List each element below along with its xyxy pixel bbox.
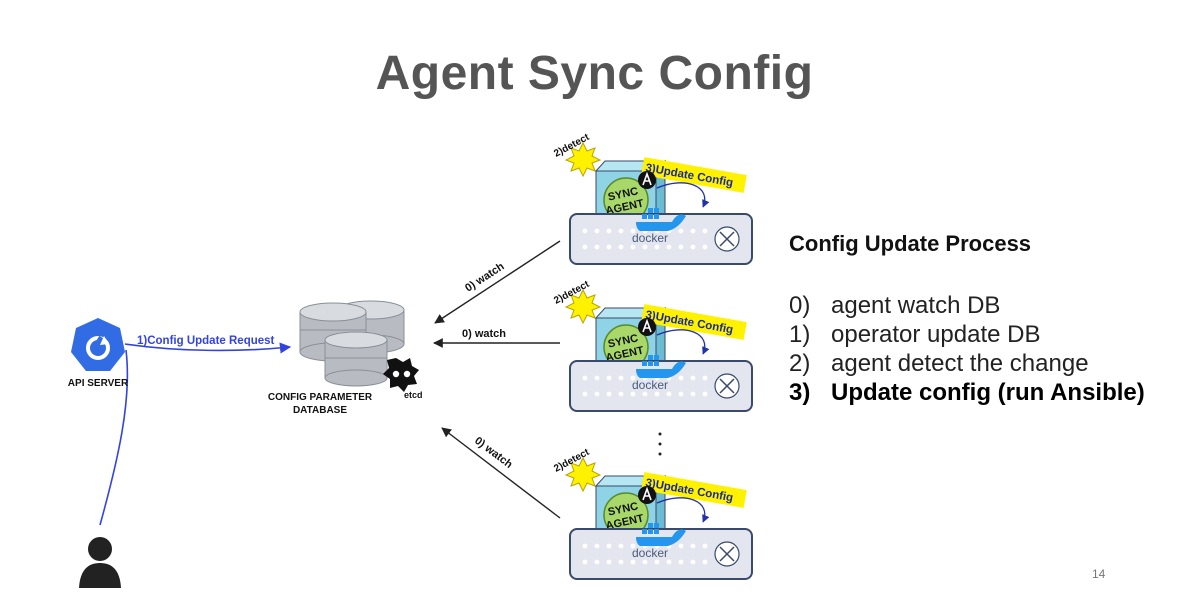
etcd-icon [383, 358, 419, 392]
process-steps: 0) agent watch DB 1) operator update DB 2)… [789, 291, 1145, 407]
more-servers-dots [658, 432, 662, 456]
docker-whale-icon [636, 208, 686, 231]
watch-arrow-bottom [441, 427, 561, 519]
network-switch-icon [569, 360, 753, 412]
user-to-api-line [99, 349, 129, 526]
watch-arrow-top [434, 240, 561, 324]
starburst-icon [564, 456, 602, 493]
page-number: 14 [1092, 567, 1106, 581]
update-arrow [656, 497, 710, 523]
watch-label-top: 0) watch [463, 260, 507, 294]
process-title: Config Update Process [789, 231, 1032, 256]
watch-label-bottom: 0) watch [472, 435, 515, 471]
step-number: 2) [789, 350, 811, 377]
network-switch-icon [569, 528, 753, 580]
docker-label: docker [632, 231, 668, 245]
docker-label: docker [632, 378, 668, 392]
step-number: 0) [789, 292, 811, 319]
step-number: 3) [789, 379, 811, 406]
network-switch-icon [569, 213, 753, 265]
ansible-icon [638, 171, 656, 189]
user-icon [79, 537, 121, 588]
update-arrow [656, 329, 710, 355]
config-request-label: 1)Config Update Request [137, 335, 275, 347]
slide-title: Agent Sync Config [375, 47, 814, 100]
ansible-icon [638, 318, 656, 336]
starburst-icon [564, 288, 602, 325]
docker-whale-icon [636, 355, 686, 378]
step-number: 1) [789, 321, 811, 348]
db-label-line1: CONFIG PARAMETER [268, 392, 373, 403]
server-node-2: 2)detect SYNC AGENT 3)Update Config dock [552, 279, 753, 412]
db-label-line2: DATABASE [293, 405, 347, 416]
process-step: 3) Update config (run Ansible) [789, 378, 1145, 407]
docker-label: docker [632, 546, 668, 560]
update-highlight [641, 304, 747, 340]
process-step: 0) agent watch DB [789, 291, 1145, 320]
step-text: Update config (run Ansible) [831, 379, 1145, 406]
process-step: 1) operator update DB [789, 320, 1145, 349]
docker-whale-icon [636, 523, 686, 546]
update-arrow [656, 182, 710, 208]
etcd-label: etcd [404, 390, 423, 400]
starburst-icon [564, 141, 602, 178]
server-node-1: 2)detect SYNC AGENT 3)Update Config dock [552, 132, 753, 265]
step-text: agent detect the change [831, 350, 1089, 377]
process-step: 2) agent detect the change [789, 349, 1145, 378]
api-server-label: API SERVER [68, 378, 129, 389]
ansible-icon [638, 486, 656, 504]
update-highlight [641, 472, 747, 508]
watch-label-middle: 0) watch [462, 328, 506, 340]
kubernetes-icon [71, 318, 125, 371]
database-icon [299, 300, 405, 387]
server-node-3: 2)detect SYNC AGENT 3)Update Config dock [552, 447, 753, 580]
update-highlight [641, 157, 747, 193]
step-text: operator update DB [831, 321, 1041, 348]
step-text: agent watch DB [831, 292, 1001, 319]
config-request-arrow [124, 342, 292, 354]
